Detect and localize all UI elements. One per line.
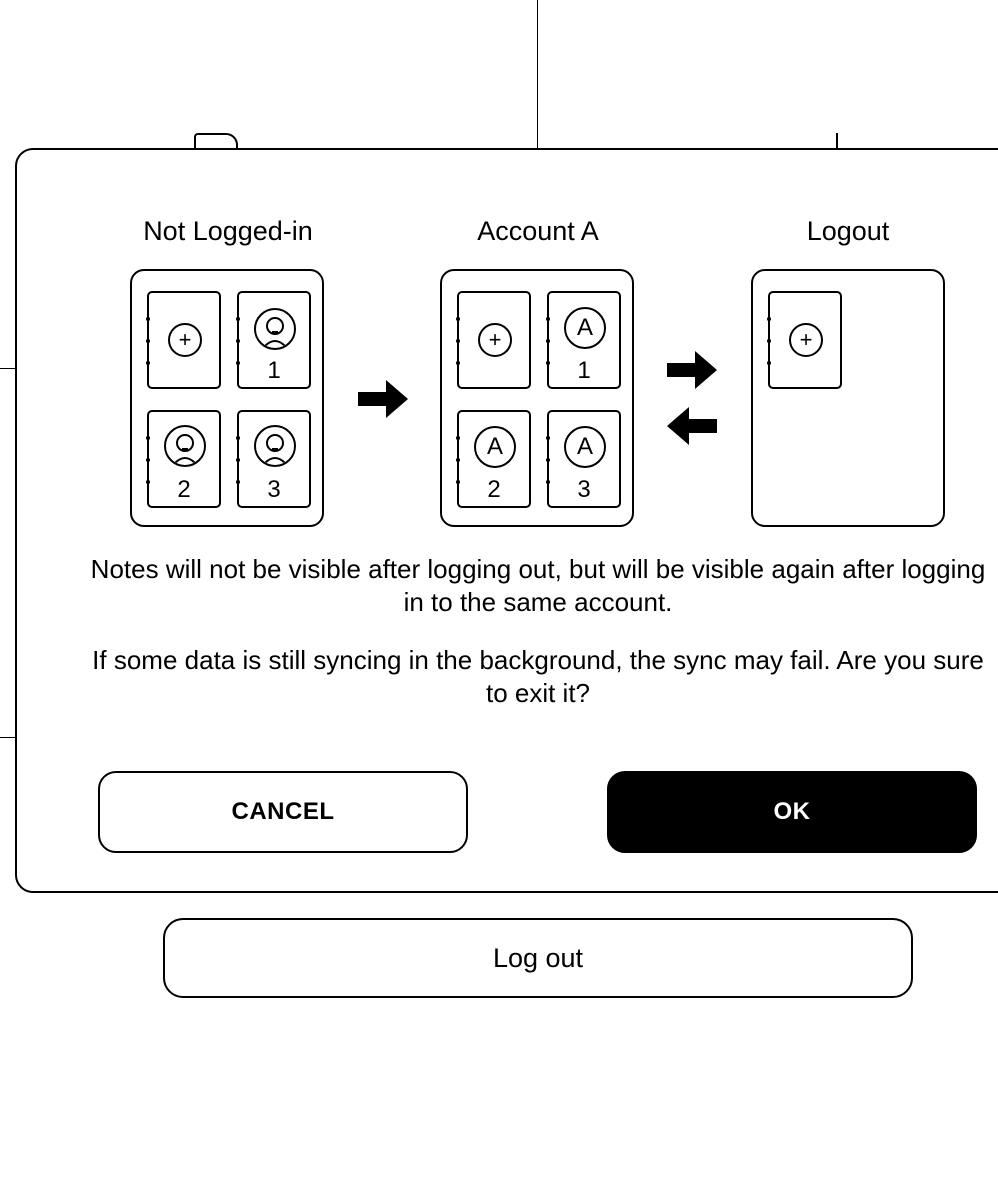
letter-avatar-icon: A [564,426,606,468]
note-account: A 3 [546,410,621,508]
cancel-button[interactable]: CANCEL [98,771,468,853]
device-logout: + [751,269,945,527]
background-divider-vertical [537,0,538,148]
note-number: 1 [267,357,281,384]
panel-title-logout: Logout [806,216,890,246]
background-edge-mark [836,133,838,149]
background-divider-left-2 [0,737,15,738]
dialog-message-visibility: Notes will not be visible after logging … [90,554,986,617]
note-guest: 3 [236,410,311,508]
arrow-left-icon [667,407,717,445]
plus-circle-icon: + [789,323,823,357]
note-guest: 1 [236,291,311,389]
note-number: 3 [267,476,281,503]
note-account: A 2 [456,410,531,508]
person-avatar-icon [164,425,206,467]
letter-avatar-icon: A [564,307,606,349]
dialog-message-sync-warning: If some data is still syncing in the bac… [92,645,984,708]
device-account-a: + A 1 A 2 A 3 [440,269,634,527]
person-avatar-icon [254,308,296,350]
device-not-logged-in: + 1 2 3 [130,269,324,527]
plus-circle-icon: + [168,323,202,357]
log-out-button[interactable]: Log out [163,918,913,998]
panel-title-not-logged-in: Not Logged-in [143,216,313,246]
ok-button[interactable]: OK [607,771,977,853]
note-guest: 2 [146,410,221,508]
person-avatar-icon [254,425,296,467]
note-number: 2 [177,476,191,503]
note-new: + [767,291,842,389]
arrow-right-icon [358,380,408,418]
note-new: + [456,291,531,389]
note-new: + [146,291,221,389]
letter-avatar-icon: A [474,426,516,468]
plus-circle-icon: + [478,323,512,357]
note-number: 3 [577,476,591,503]
panel-title-account-a: Account A [477,216,599,246]
background-divider-left-1 [0,368,15,369]
note-number: 2 [487,476,501,503]
arrow-right-icon [667,351,717,389]
note-number: 1 [577,357,591,384]
note-account: A 1 [546,291,621,389]
